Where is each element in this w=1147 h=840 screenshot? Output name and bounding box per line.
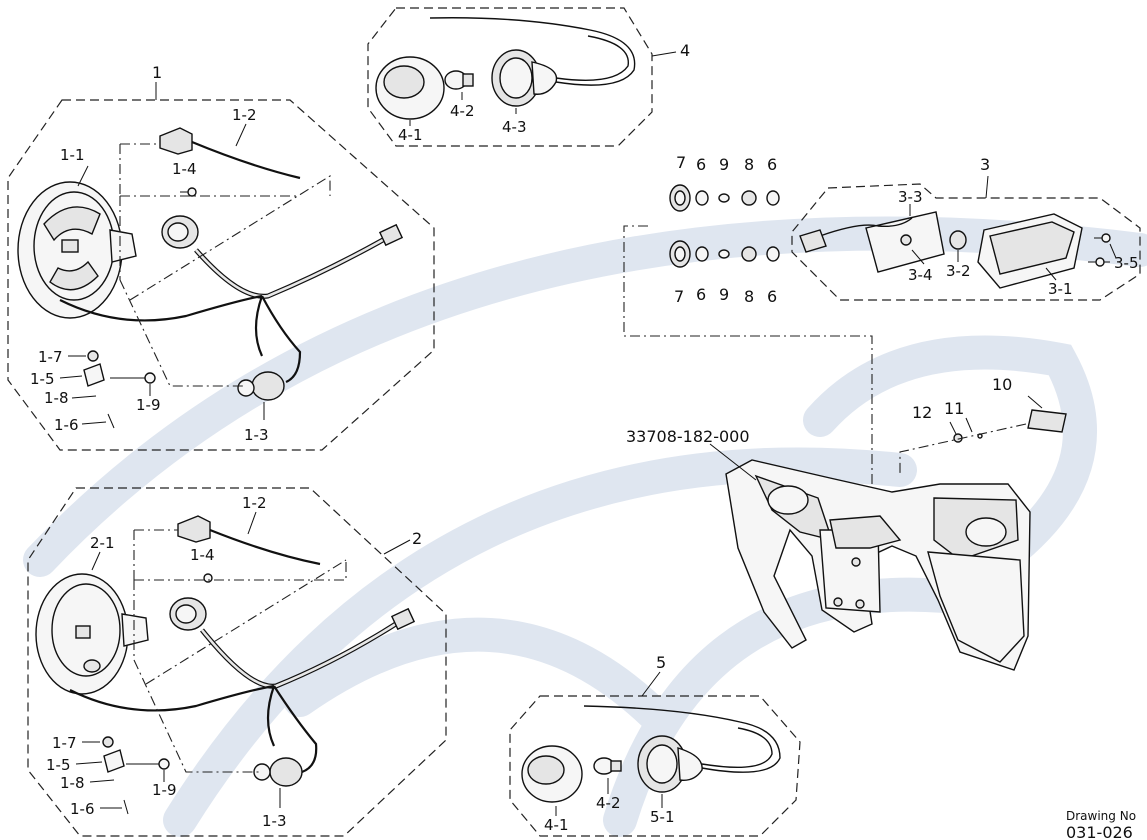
label-group-1: 1 (152, 63, 162, 82)
group-3-assembly (791, 175, 1141, 301)
socket-2-1-2 (177, 515, 211, 543)
label-1-9: 1-9 (136, 396, 161, 414)
label-1-4: 1-4 (172, 160, 197, 178)
nut-1-7 (87, 350, 99, 362)
label-2-1: 2-1 (90, 534, 115, 552)
group-2-outline (27, 487, 447, 837)
label-10: 10 (992, 375, 1012, 394)
label-1-3: 1-3 (244, 426, 269, 444)
label-6-top-a: 6 (696, 155, 706, 174)
label-8-bottom: 8 (744, 287, 754, 306)
label-3-2: 3-2 (946, 262, 971, 280)
label-group-5: 5 (656, 653, 666, 672)
group-5-outline (509, 695, 801, 837)
label-4-1: 4-1 (398, 126, 423, 144)
label-group-3: 3 (980, 155, 990, 174)
socket-1-2 (159, 127, 193, 155)
screw-1-4 (187, 187, 197, 197)
label-part-number: 33708-182-000 (626, 427, 750, 446)
label-6-bottom-b: 6 (767, 287, 777, 306)
bulb-socket-1-3 (251, 371, 285, 401)
bulb-socket-2-1-3 (269, 757, 303, 787)
label-1-8: 1-8 (44, 389, 69, 407)
front-cover (709, 395, 1067, 671)
label-2-1-6: 1-6 (70, 800, 95, 818)
label-2-1-8: 1-8 (60, 774, 85, 792)
washer-1-9 (144, 372, 156, 384)
label-5-4-2: 4-2 (596, 794, 621, 812)
label-9-bottom: 9 (719, 285, 729, 304)
label-1-2: 1-2 (232, 106, 257, 124)
label-4-2: 4-2 (450, 102, 475, 120)
label-7-top: 7 (676, 153, 686, 172)
group-1-outline (7, 99, 435, 451)
group-3-outline (791, 183, 1141, 301)
label-11: 11 (944, 399, 964, 418)
label-2-1-7: 1-7 (52, 734, 77, 752)
nut-3-2 (949, 230, 967, 250)
label-group-4: 4 (680, 41, 690, 60)
label-3-5: 3-5 (1114, 254, 1139, 272)
group-1-assembly (7, 82, 435, 451)
label-7-bottom: 7 (674, 287, 684, 306)
label-2-1-4: 1-4 (190, 546, 215, 564)
drawing-no-value: 031-026 (1066, 823, 1133, 840)
label-9-top: 9 (719, 155, 729, 174)
group-5-assembly (509, 671, 801, 837)
label-1-5: 1-5 (30, 370, 55, 388)
group-4-assembly (367, 7, 677, 147)
label-1-1: 1-1 (60, 146, 85, 164)
label-2-1-5: 1-5 (46, 756, 71, 774)
group-2-assembly (27, 487, 447, 837)
label-1-7: 1-7 (38, 348, 63, 366)
label-3-3: 3-3 (898, 188, 923, 206)
label-3-1: 3-1 (1048, 280, 1073, 298)
label-2-1-3: 1-3 (262, 812, 287, 830)
label-5-4-1: 4-1 (544, 816, 569, 834)
bracket-1-5 (83, 363, 105, 387)
label-2-1-2: 1-2 (242, 494, 267, 512)
label-8-top: 8 (744, 155, 754, 174)
reflector-10 (1027, 409, 1067, 433)
group-4-outline (367, 7, 653, 147)
label-2-1-9: 1-9 (152, 781, 177, 799)
drawing-no-caption: Drawing No (1066, 809, 1136, 823)
label-12: 12 (912, 403, 932, 422)
label-group-2: 2 (412, 529, 422, 548)
label-3-4: 3-4 (908, 266, 933, 284)
label-6-bottom-a: 6 (696, 285, 706, 304)
label-5-1: 5-1 (650, 808, 675, 826)
screw-2-1-4 (203, 573, 213, 583)
fastener-set (623, 184, 873, 504)
label-4-3: 4-3 (502, 118, 527, 136)
label-6-top-b: 6 (767, 155, 777, 174)
callout-labels: 1 1-1 1-2 1-4 1-7 1-5 1-8 1-9 1-6 1-3 2 … (30, 41, 1139, 840)
label-1-6: 1-6 (54, 416, 79, 434)
